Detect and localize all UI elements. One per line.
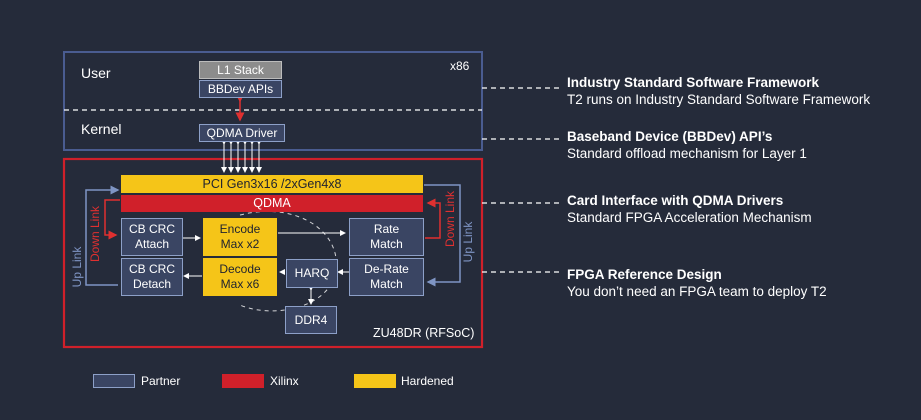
rate-match-line1: Rate [373, 222, 400, 236]
legend-hardened-swatch [354, 374, 396, 388]
encode-line1: Encode [219, 222, 261, 236]
x86-label: x86 [450, 59, 470, 73]
annotation-1-subtitle: T2 runs on Industry Standard Software Fr… [567, 92, 871, 107]
annotation-3: Card Interface with QDMA Drivers Standar… [567, 193, 812, 225]
encode-box: Encode Max x2 [203, 218, 277, 256]
pci-bar: PCI Gen3x16 /2xGen4x8 [121, 175, 423, 193]
derate-match-line1: De-Rate [364, 262, 409, 276]
l1-stack-box: L1 Stack [199, 61, 282, 79]
rate-match-line2: Match [370, 237, 403, 251]
annotation-1-title: Industry Standard Software Framework [567, 75, 820, 90]
user-label: User [81, 65, 111, 81]
pci-bus-arrows [221, 139, 262, 173]
annotation-1: Industry Standard Software Framework T2 … [567, 75, 870, 107]
rate-match-box: Rate Match [349, 218, 424, 256]
cb-crc-detach-line2: Detach [132, 277, 172, 291]
ddr4-box: DDR4 [285, 306, 337, 334]
qdma-bar: QDMA [121, 195, 423, 212]
down-link-left-label: Down Link [88, 205, 102, 263]
derate-match-box: De-Rate Match [349, 258, 424, 296]
annotation-2-title: Baseband Device (BBDev) API’s [567, 129, 773, 144]
derate-match-line2: Match [370, 277, 403, 291]
device-label: ZU48DR (RFSoC) [373, 326, 475, 340]
annotation-2: Baseband Device (BBDev) API’s Standard o… [567, 129, 807, 161]
up-link-left-label: Up Link [70, 246, 84, 288]
processing-loop-dashes [239, 210, 337, 312]
encode-line2: Max x2 [220, 237, 260, 251]
decode-box: Decode Max x6 [203, 258, 277, 296]
cb-crc-detach-box: CB CRC Detach [121, 258, 183, 296]
cb-crc-detach-line1: CB CRC [128, 262, 175, 276]
legend-partner-label: Partner [141, 374, 181, 388]
annotation-4: FPGA Reference Design You don’t need an … [567, 267, 827, 299]
host-box [63, 51, 483, 151]
annotation-4-subtitle: You don’t need an FPGA team to deploy T2 [567, 284, 827, 299]
decode-line2: Max x6 [220, 277, 260, 291]
legend-partner-swatch [93, 374, 135, 388]
fpga-card-box [62, 157, 484, 349]
cb-crc-attach-line2: Attach [134, 237, 170, 251]
annotation-2-subtitle: Standard offload mechanism for Layer 1 [567, 146, 807, 161]
decode-line1: Decode [219, 262, 261, 276]
annotation-3-title: Card Interface with QDMA Drivers [567, 193, 784, 208]
up-link-right-path [424, 184, 461, 287]
up-link-right-label: Up Link [461, 221, 475, 263]
legend-hardened-label: Hardened [401, 374, 454, 388]
kernel-label: Kernel [81, 121, 122, 137]
harq-box: HARQ [286, 259, 338, 288]
bbdev-apis-box: BBDev APIs [199, 80, 282, 98]
cb-crc-attach-box: CB CRC Attach [121, 218, 183, 256]
down-link-right-label: Down Link [443, 190, 457, 248]
legend-xilinx-label: Xilinx [270, 374, 299, 388]
annotation-3-subtitle: Standard FPGA Acceleration Mechanism [567, 210, 812, 225]
annotation-4-title: FPGA Reference Design [567, 267, 722, 282]
legend-xilinx-swatch [222, 374, 264, 388]
up-link-left-path [85, 185, 120, 286]
down-link-right-path [425, 198, 441, 239]
cb-crc-attach-line1: CB CRC [128, 222, 175, 236]
qdma-driver-box: QDMA Driver [199, 124, 285, 142]
down-link-left-path [104, 199, 120, 240]
